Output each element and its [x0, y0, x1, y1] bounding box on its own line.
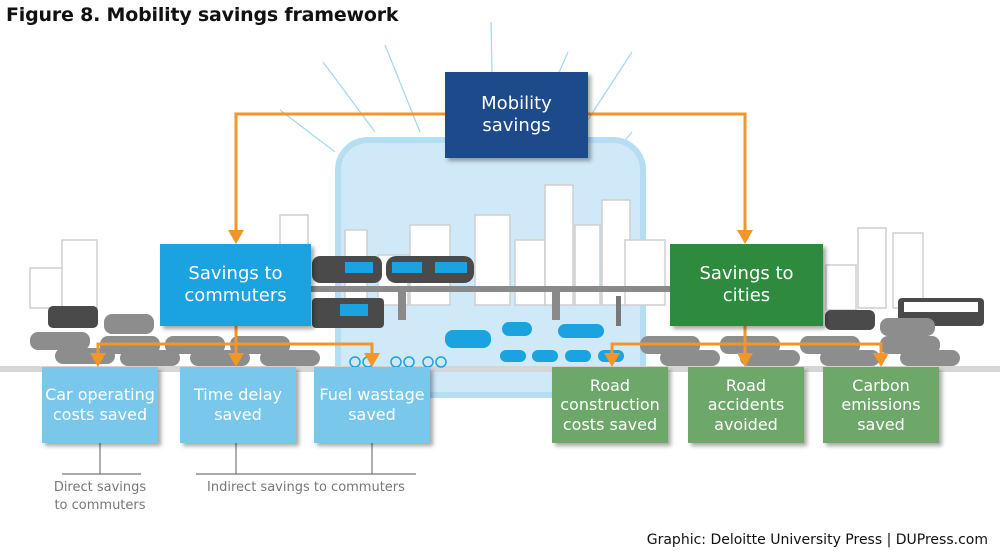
- connector-lines: [96, 112, 883, 354]
- node-label: saved: [214, 405, 262, 424]
- node-label: accidents: [707, 395, 785, 415]
- traffic-light: [616, 296, 621, 326]
- node-label: commuters: [184, 285, 287, 306]
- rail-pillar: [552, 292, 560, 320]
- node-label: Time delay: [194, 385, 282, 405]
- node-label: Savings to: [188, 263, 283, 285]
- figure-credit: Graphic: Deloitte University Press | DUP…: [646, 532, 988, 548]
- node-label: saved: [857, 414, 905, 434]
- node-label: emissions: [841, 395, 921, 415]
- node-label: Road: [725, 375, 767, 395]
- bus-right-windows: [904, 302, 978, 312]
- direct-savings-annotation: Direct savings to commuters: [40, 479, 160, 514]
- node-label: costs saved: [562, 414, 658, 434]
- node-label: Mobility: [481, 93, 552, 115]
- bracket-lines: [62, 443, 416, 475]
- rail-track: [280, 286, 680, 292]
- indirect-savings-annotation: Indirect savings to commuters: [207, 480, 405, 495]
- node-label: saved: [348, 405, 396, 424]
- blue-cars: [445, 322, 624, 362]
- node-label: cities: [722, 285, 771, 306]
- node-label: Carbon: [852, 375, 910, 395]
- bus-windows: [340, 304, 368, 316]
- road-edge: [0, 366, 1000, 372]
- train-windows: [345, 262, 467, 273]
- node-label: Car operating: [45, 385, 155, 405]
- node-label: costs saved: [52, 405, 148, 424]
- node-label: construction: [560, 395, 660, 415]
- node-label: Road: [589, 375, 631, 395]
- node-label: savings: [482, 115, 551, 136]
- node-label: Savings to: [699, 263, 794, 285]
- figure-title: Figure 8. Mobility savings framework: [6, 4, 399, 26]
- connector-arrowheads: [90, 230, 889, 367]
- node-label: avoided: [714, 414, 778, 434]
- annotation-line: Direct savings: [53, 480, 147, 495]
- node-label: Fuel wastage: [319, 385, 425, 405]
- rail-pillar: [398, 292, 406, 320]
- annotation-line: to commuters: [54, 497, 146, 513]
